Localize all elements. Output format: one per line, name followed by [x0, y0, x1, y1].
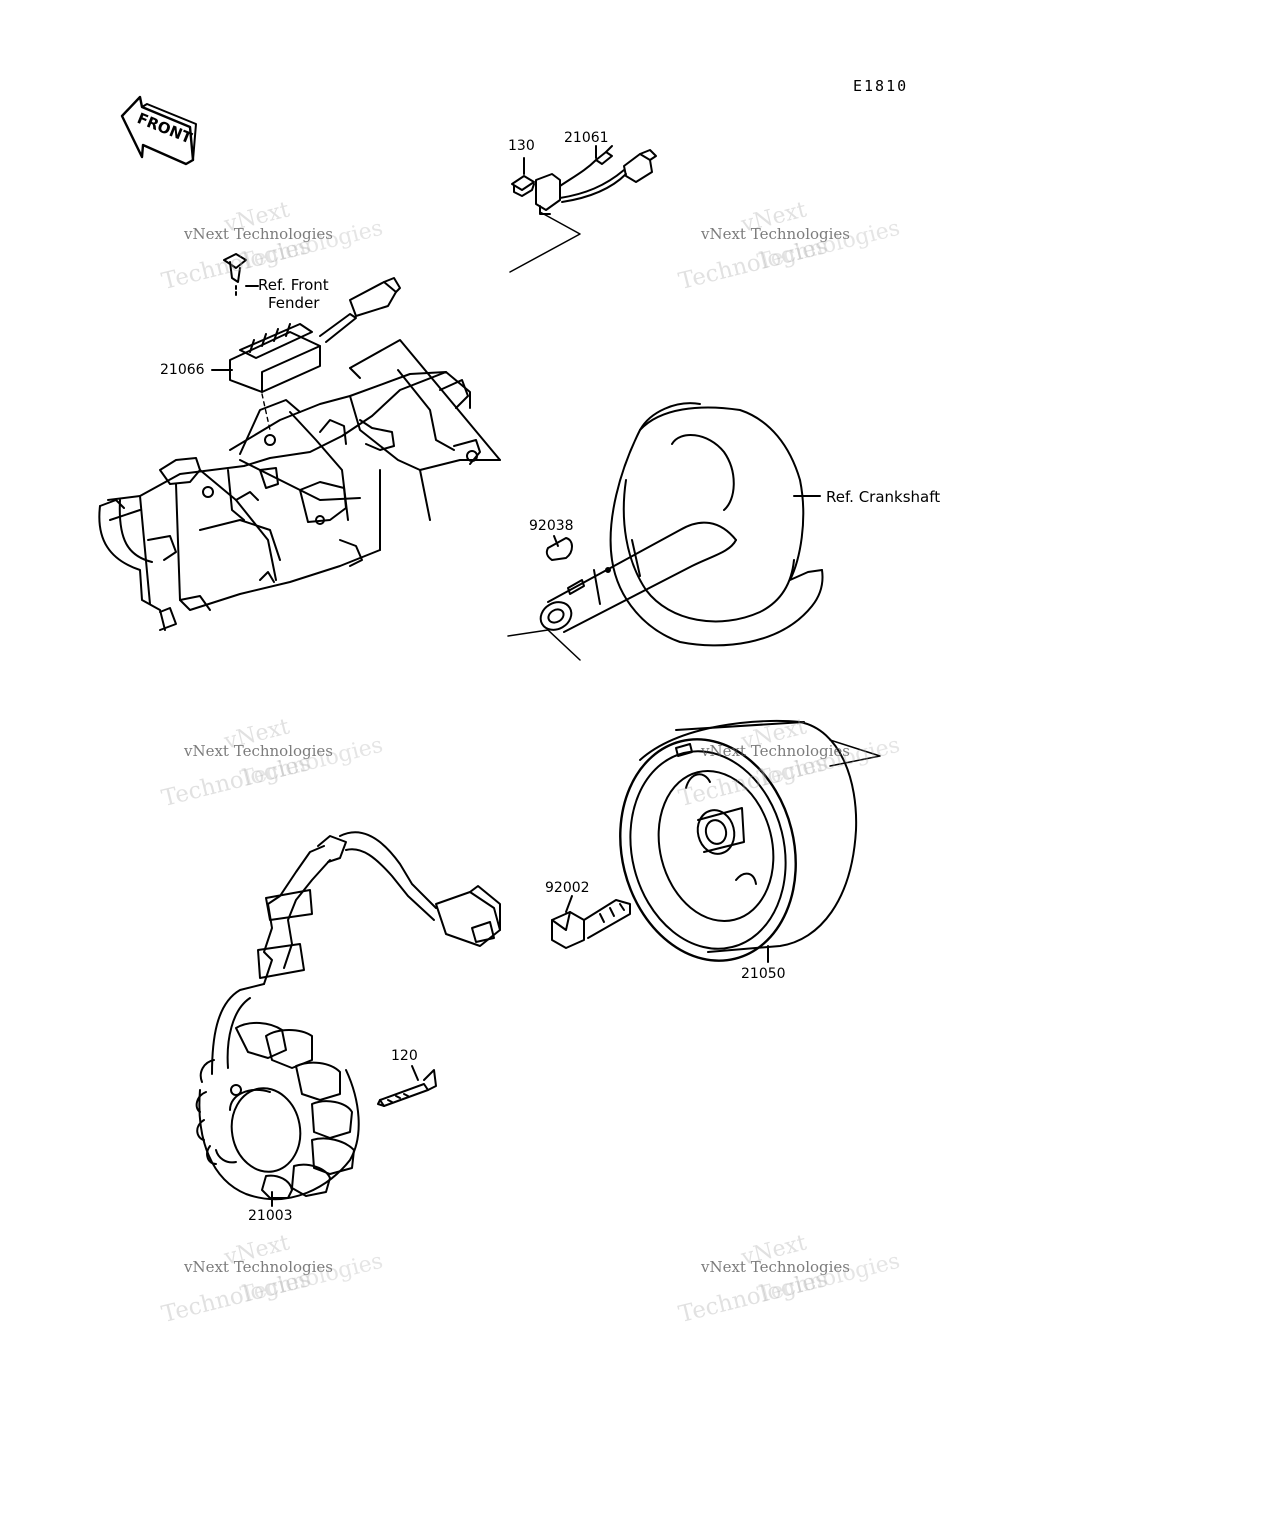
crank-ref-line	[507, 629, 581, 661]
ref-front-fender-line1: Ref. Front	[258, 276, 329, 294]
sensor-bracket	[509, 211, 581, 273]
leader-120	[411, 1065, 419, 1081]
figure-id: E1810	[853, 77, 909, 95]
stator-icon	[195, 831, 501, 1201]
pickup-coil-icon	[511, 145, 657, 215]
part-label-130: 130	[508, 138, 535, 154]
regulator-mount-line	[261, 393, 271, 431]
ref-crankshaft: Ref. Crankshaft	[826, 488, 941, 506]
crankshaft-icon	[539, 402, 824, 647]
ref-front-fender-line2: Fender	[268, 294, 320, 312]
woodruff-key-icon	[545, 537, 573, 561]
part-label-120: 120	[391, 1048, 418, 1064]
leader-92038	[553, 535, 559, 547]
front-arrow-icon: FRONT	[120, 95, 197, 166]
part-label-21066: 21066	[160, 362, 205, 378]
part-label-21061: 21061	[564, 130, 609, 146]
part-label-92002: 92002	[545, 880, 590, 896]
part-label-21003: 21003	[248, 1208, 293, 1224]
flywheel-bolt-icon	[551, 899, 631, 949]
leader-92002	[565, 895, 573, 913]
flywheel-icon	[619, 719, 858, 962]
frame-icon	[98, 339, 501, 631]
stator-bolt-icon	[377, 1069, 437, 1107]
part-label-92038: 92038	[529, 518, 574, 534]
regulator-icon	[223, 253, 401, 393]
flywheel-ref-line	[829, 739, 881, 767]
front-arrow-label: FRONT	[135, 109, 196, 147]
part-label-21050: 21050	[741, 966, 786, 982]
